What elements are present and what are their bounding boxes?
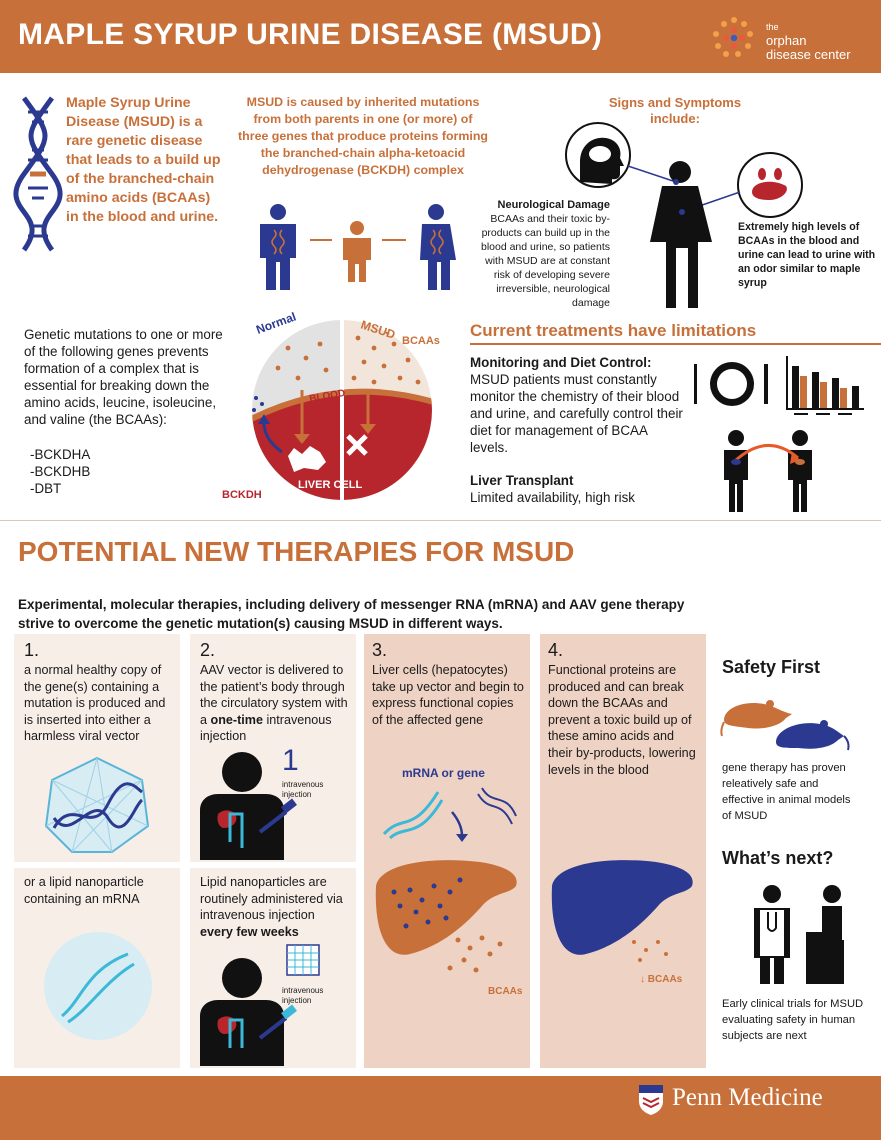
intro-text: Maple Syrup Urine Disease (MSUD) is a ra… [66,95,221,225]
penn-shield-icon [639,1085,663,1115]
step1-text: a normal healthy copy of the gene(s) con… [24,663,166,744]
label-liver-cell: LIVER CELL [298,479,362,491]
father-icon [260,204,296,290]
mrna-dna-icon [382,787,517,842]
step4-bcaas-label: ↓ BCAAs [640,974,682,985]
patient-injection-icon [200,752,297,860]
gene-list: -BCKDHA -BCKDHB -DBT [30,446,90,497]
liver-body: Limited availability, high risk [470,490,635,505]
step4-number: 4. [548,640,564,660]
monitor-text: Monitoring and Diet Control: MSUD patien… [470,354,685,456]
dna-icon [13,96,63,252]
step3-panel: 3. Liver cells (hepatocytes) take up vec… [364,634,530,1068]
transplant-icon [724,430,812,512]
neuro-damage-text: Neurological Damage BCAAs and their toxi… [470,198,610,310]
penn-medicine-brand: Penn Medicine [672,1084,823,1111]
step2-text-b: intravenous injection [200,712,332,744]
mrna-gene-label: mRNA or gene [402,766,485,780]
safety-title: Safety First [722,657,821,677]
step4-bcaas-text: BCAAs [647,974,683,985]
gene-item: -BCKDHB [30,464,91,479]
viral-vector-icon [44,756,150,853]
step4-panel: 4. Functional proteins are produced and … [540,634,706,1068]
label-normal: Normal [254,310,298,337]
label-bckdh: BCKDH [222,489,262,501]
symptoms-figure [565,122,803,308]
orphan-disease-center-logo-icon [713,17,753,57]
org-line1: orphan [766,33,807,48]
safety-text: gene therapy has proven releatively safe… [722,762,851,822]
step2b-text: Lipid nanoparticles are routinely admini… [200,874,350,940]
neuro-title: Neurological Damage [497,199,610,211]
bar-graph-icon [786,356,864,415]
signs-title: Signs and Symptoms include: [608,95,742,126]
whats-next-title: What’s next? [722,848,834,868]
step1b-panel: or a lipid nanoparticle containing an mR… [14,868,180,1068]
step2-text: AAV vector is delivered to the patient’s… [200,662,350,745]
child-icon [343,221,371,282]
woman-silhouette-icon [650,161,712,308]
calendar-icon [286,944,320,976]
footer-bar [0,1076,881,1140]
org-name: the orphan disease center [766,20,851,62]
step3-number: 3. [372,640,388,660]
step2b-text-a: Lipid nanoparticles are routinely admini… [200,875,343,923]
plate-fork-knife-icon [694,362,768,406]
gene-item: -DBT [30,481,62,496]
cause-text: MSUD is caused by inherited mutations fr… [238,95,488,177]
genetics-text: Genetic mutations to one or more of the … [24,327,223,427]
section2-title: POTENTIAL NEW THERAPIES FOR MSUD [18,536,575,567]
mice-icon [720,700,850,751]
doctor-patient-icon [754,885,844,984]
healthy-liver-icon [551,860,693,962]
org-line2: disease center [766,47,851,62]
step1b-text: or a lipid nanoparticle containing an mR… [24,875,144,906]
neuro-body: BCAAs and their toxic by-products can bu… [480,213,610,309]
experimental-text: Experimental, molecular therapies, inclu… [18,595,718,633]
step1-number: 1. [24,640,40,660]
whats-next-text: Early clinical trials for MSUD evaluatin… [722,998,864,1042]
liver-icon [375,860,517,973]
treatments-rule [470,343,881,345]
org-small: the [766,22,779,32]
injection-label: intravenous injection [282,780,324,799]
monitor-body: MSUD patients must constantly monitor th… [470,372,683,455]
step2-number: 2. [200,640,216,660]
step3-bcaas-label: BCAAs [488,986,523,997]
gene-item: -BCKDHA [30,447,91,462]
step2b-text-bold: every few weeks [200,924,299,939]
family-icon [260,204,456,290]
injection-count: 1 [282,744,299,777]
injection-label-2: intravenous injection [282,986,324,1005]
step2-text-bold: one-time [210,712,263,727]
liver-cell-diagram: Normal MSUD BCAAs BLOOD LIVER CELL BCKDH [222,310,440,501]
kidney-liver-icon [752,168,787,200]
liver-transplant-text: Liver Transplant Limited availability, h… [470,472,635,506]
liver-title: Liver Transplant [470,473,574,488]
step4-text: Functional proteins are produced and can… [548,663,696,777]
experimental-line2: strive to overcome the genetic mutation(… [18,616,503,631]
lipid-nanoparticle-icon [44,932,152,1040]
section-divider [0,520,881,521]
mother-icon [420,204,456,290]
treatments-title: Current treatments have limitations [470,321,757,340]
step2-text-a: AAV vector is delivered to the patient’s… [200,663,348,727]
step1-panel: 1. a normal healthy copy of the gene(s) … [14,634,180,862]
experimental-line1: Experimental, molecular therapies, inclu… [18,597,685,612]
label-bcaas: BCAAs [402,335,440,347]
patient-injection-icon-2 [200,958,297,1066]
monitor-title: Monitoring and Diet Control: [470,355,652,370]
step3-text: Liver cells (hepatocytes) take up vector… [372,663,524,727]
step2b-panel: Lipid nanoparticles are routinely admini… [190,868,356,1068]
urine-odor-text: Extremely high levels of BCAAs in the bl… [738,221,876,289]
step2-panel: 2. AAV vector is delivered to the patien… [190,634,356,862]
down-arrow-icon: ↓ [640,974,648,985]
page-title: MAPLE SYRUP URINE DISEASE (MSUD) [18,18,603,51]
